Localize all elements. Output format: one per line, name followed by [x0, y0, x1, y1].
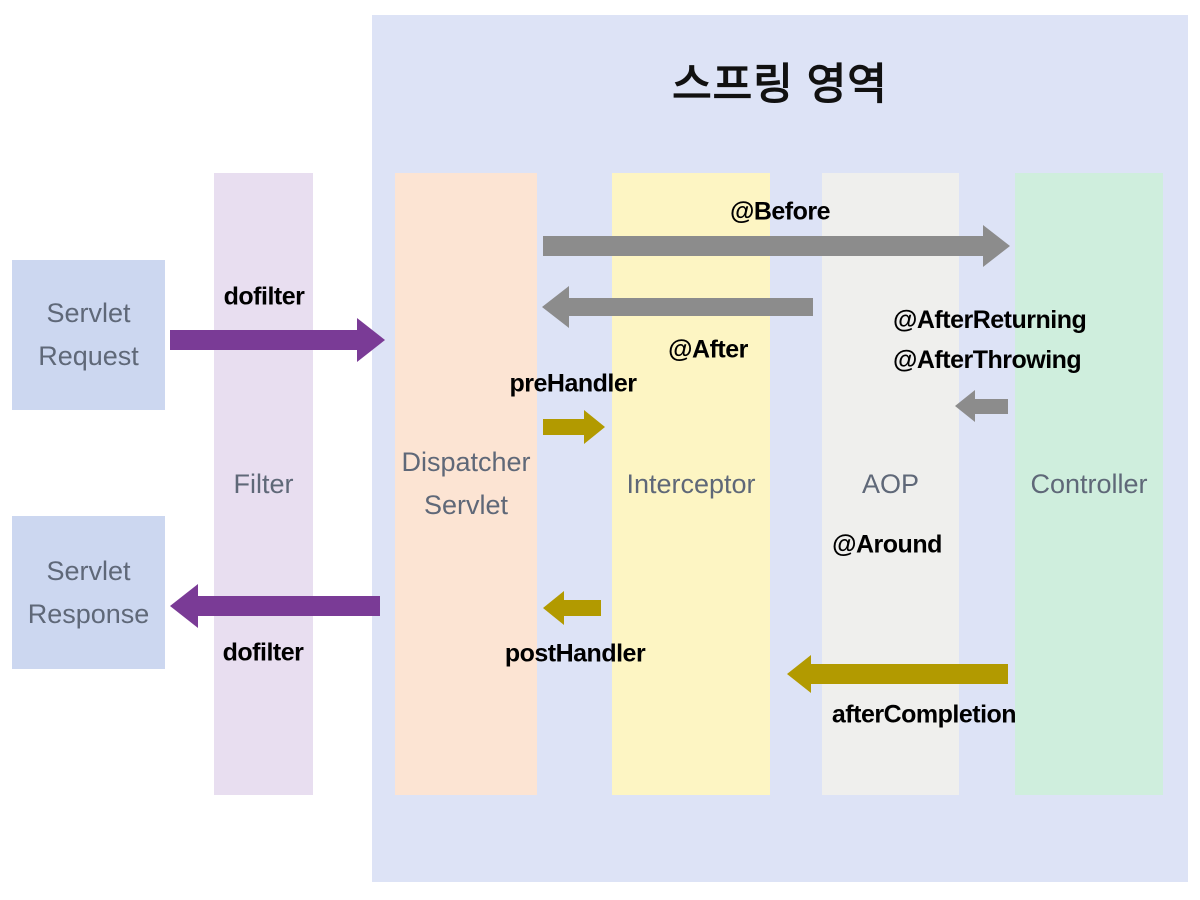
arrow-head [170, 584, 198, 628]
dispatcher-servlet-column: Dispatcher Servlet [395, 173, 537, 795]
after-throwing-label: @AfterThrowing [893, 346, 1082, 374]
arrow-shaft [973, 398, 1008, 414]
before-arrow [543, 225, 1010, 267]
prehandler-label: preHandler [509, 369, 637, 398]
servlet-request-box: Servlet Request [12, 260, 165, 410]
filter-label: Filter [233, 468, 294, 499]
after-returning-throwing-labels: @AfterReturning @AfterThrowing [893, 300, 1087, 380]
arrow-head [357, 318, 385, 362]
arrow-shaft [809, 664, 1008, 684]
controller-column: Controller [1015, 173, 1163, 795]
dispatcher-servlet-label: Dispatcher Servlet [401, 441, 530, 527]
dofilter-request-label: dofilter [223, 282, 305, 311]
spring-region-title: 스프링 영역 [672, 61, 888, 109]
dofilter-response-label: dofilter [222, 638, 304, 667]
servlet-response-label: Servlet Response [28, 550, 150, 636]
before-label: @Before [729, 197, 831, 226]
aftercompletion-label: afterCompletion [831, 700, 1017, 729]
servlet-request-line2: Request [38, 341, 139, 371]
arrow-head [983, 225, 1010, 267]
controller-label: Controller [1030, 468, 1148, 499]
after-label: @After [668, 335, 748, 364]
prehandler-arrow [543, 410, 605, 444]
dofilter-response-arrow [170, 584, 380, 628]
arrow-head [542, 286, 569, 328]
interceptor-column: Interceptor [612, 173, 770, 795]
arrow-head [787, 655, 811, 693]
interceptor-label: Interceptor [626, 468, 756, 499]
arrow-shaft [170, 330, 359, 350]
servlet-response-box: Servlet Response [12, 516, 165, 669]
after-arrow [542, 286, 813, 328]
after-returning-label: @AfterReturning [893, 306, 1087, 334]
dispatcher-label-line1: Dispatcher [401, 447, 531, 477]
arrow-head [584, 410, 605, 444]
dispatcher-label-line2: Servlet [423, 490, 509, 520]
posthandler-arrow [543, 591, 601, 625]
aftercompletion-arrow [787, 655, 1008, 693]
servlet-request-line1: Servlet [46, 298, 131, 328]
filter-column: Filter [214, 173, 313, 795]
posthandler-label: postHandler [504, 639, 646, 668]
aop-label: AOP [861, 468, 920, 499]
dofilter-request-arrow [170, 318, 385, 362]
servlet-response-line1: Servlet [46, 555, 131, 586]
aop-column: AOP [822, 173, 959, 795]
servlet-request-label: Servlet Request [38, 292, 139, 378]
arrow-shaft [567, 298, 813, 316]
arrow-shaft [196, 596, 380, 616]
after-returning-arrow [955, 390, 1008, 422]
arrow-shaft [543, 236, 985, 256]
servlet-response-line2: Response [27, 598, 150, 629]
around-label: @Around [832, 530, 942, 559]
arrow-head [543, 591, 564, 625]
arrow-head [955, 390, 975, 422]
arrow-shaft [562, 600, 601, 616]
arrow-shaft [543, 419, 586, 435]
